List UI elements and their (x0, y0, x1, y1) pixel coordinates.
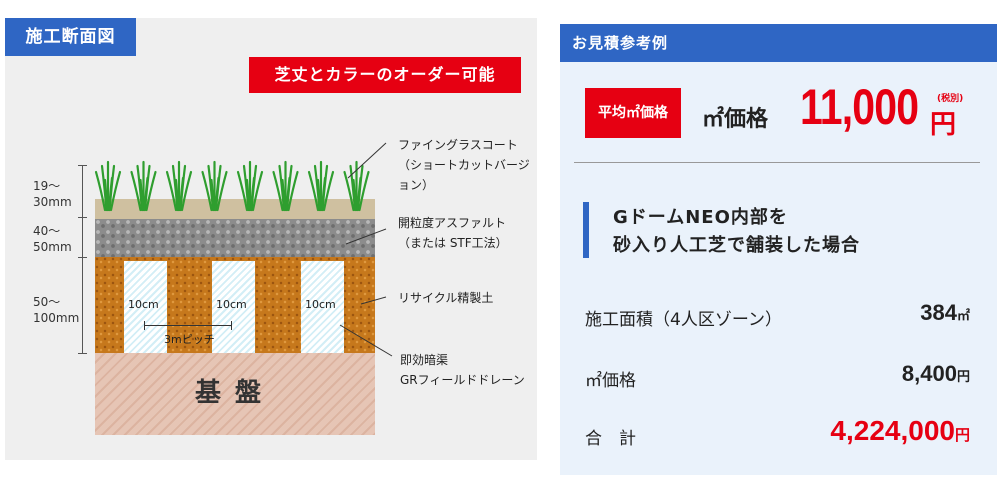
leader-line-grass (347, 142, 387, 179)
grass-blade (214, 176, 220, 212)
case-title-line-1: GドームNEO内部を (613, 207, 788, 228)
grass-blade (145, 170, 157, 212)
sqm-price-label: ㎡価格 (585, 371, 636, 391)
grass-blades (94, 160, 370, 212)
grass-blade (103, 178, 109, 212)
tax-excluded-note: (税別) (937, 94, 964, 104)
grass-blade (94, 170, 107, 212)
sqm-price-value: 8,400円 (901, 361, 970, 386)
leader-line-asphalt (345, 228, 387, 245)
grass-blade (352, 178, 357, 212)
grass-blade (130, 170, 142, 212)
grass-blade (245, 178, 251, 212)
pitch-dimension-tick (231, 321, 232, 330)
case-title-line-2: 砂入り人工芝で舗装した場合 (613, 235, 860, 256)
cross-section-diagram: 19～30mm 40～50mm 50～100mm 10cm 10cm 10cm … (33, 138, 530, 435)
grass-blade (174, 178, 180, 212)
grass-blade (356, 176, 362, 212)
grass-blade (139, 178, 144, 212)
area-value: 384㎡ (920, 300, 970, 325)
leader-line-soil (360, 296, 387, 305)
callout-asphalt: 開粒度アスファルト（または STF工法） (398, 216, 508, 250)
grass-blade (109, 170, 122, 212)
grass-blade (358, 170, 370, 212)
grass-blade (322, 170, 335, 212)
divider (574, 162, 980, 163)
grass-blade (201, 170, 213, 212)
grass-blade (316, 178, 322, 212)
case-accent-bar (583, 202, 589, 258)
base-label: 基盤 (194, 378, 275, 408)
grass-blade (107, 176, 114, 212)
estimate-header: お見積参考例 (560, 24, 997, 62)
dimension-tick (78, 353, 87, 354)
grass-blade (251, 170, 264, 212)
grass-blade (210, 178, 215, 212)
grass-blade (180, 170, 193, 212)
drain-width-label: 10cm (305, 298, 336, 311)
grass-blade (272, 170, 284, 212)
dimension-line (82, 165, 83, 353)
cross-section-title: 施工断面図 (5, 18, 136, 56)
drain-channel (212, 261, 255, 353)
grass-blade (343, 170, 355, 212)
drain-channel (301, 261, 344, 353)
grass-blade (165, 170, 178, 212)
asphalt-layer (95, 219, 375, 257)
area-label: 施工面積（4人区ゾーン） (585, 310, 782, 330)
grass-blade (216, 170, 228, 212)
grass-blade (281, 178, 286, 212)
callout-grass: ファイングラスコート（ショートカットバージョン） (398, 138, 530, 192)
base-layer (95, 353, 375, 435)
callout-soil: リサイクル精製土 (398, 291, 494, 305)
dimension-label-asphalt: 40～50mm (33, 224, 72, 254)
pitch-label: 3mピッチ (164, 333, 215, 346)
dimension-tick (78, 165, 87, 166)
unit-price-label: ㎡価格 (702, 107, 769, 132)
grass-and-leader-lines (94, 142, 393, 357)
grass-blade (143, 176, 149, 212)
pitch-dimension-line (144, 325, 231, 326)
grass-blade (236, 170, 249, 212)
average-price-badge: 平均㎡価格 (585, 88, 681, 138)
dimension-tick (78, 217, 87, 218)
grass-blade (287, 170, 299, 212)
sand-infill-layer (95, 199, 375, 219)
dimension-label-grass: 19～30mm (33, 179, 72, 209)
pitch-dimension-tick (144, 321, 145, 330)
unit-price-currency: 円 (930, 110, 957, 140)
custom-order-banner: 芝丈とカラーのオーダー可能 (249, 57, 521, 93)
leader-lines (339, 142, 393, 357)
grass-blade (178, 176, 185, 212)
dimension-tick (78, 257, 87, 258)
grass-blade (307, 170, 320, 212)
drain-channel (124, 261, 167, 353)
leader-line-drain (339, 324, 393, 357)
total-value: 4,224,000円 (830, 415, 970, 446)
grass-blade (249, 176, 256, 212)
total-label: 合 計 (585, 429, 636, 449)
dimension-label-soil: 50～100mm (33, 295, 80, 325)
grass-blade (320, 176, 327, 212)
drain-width-label: 10cm (216, 298, 247, 311)
grass-blade (285, 176, 291, 212)
unit-price-value: 11,000 (800, 79, 919, 135)
drain-width-label: 10cm (128, 298, 159, 311)
